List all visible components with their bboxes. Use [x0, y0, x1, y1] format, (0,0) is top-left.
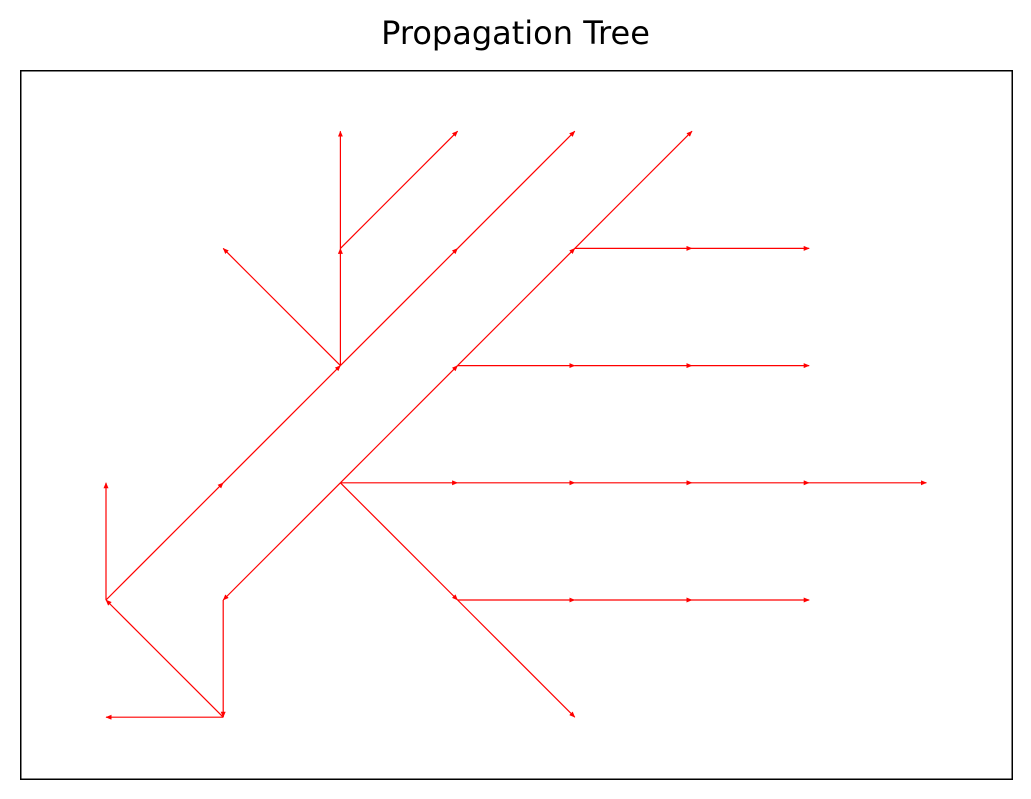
tree-edge-18: [222, 482, 341, 601]
chart-title: Propagation Tree: [381, 14, 650, 52]
tree-edge-25: [222, 247, 341, 367]
tree-edge-29: [339, 247, 459, 367]
tree-edge-17: [574, 130, 693, 249]
tree-edge-23: [105, 482, 224, 601]
tree-edge-24: [222, 365, 341, 484]
tree-edge-5: [339, 482, 459, 601]
tree-edge-10: [339, 365, 459, 484]
edges-layer: [103, 130, 927, 720]
tree-edge-21: [105, 599, 224, 718]
tree-edge-14: [457, 247, 576, 367]
plot-border: [20, 70, 1013, 780]
tree-edge-6: [457, 599, 576, 718]
tree-edge-28: [339, 130, 459, 249]
plot-area: [20, 70, 1013, 780]
tree-edge-30: [457, 130, 576, 249]
